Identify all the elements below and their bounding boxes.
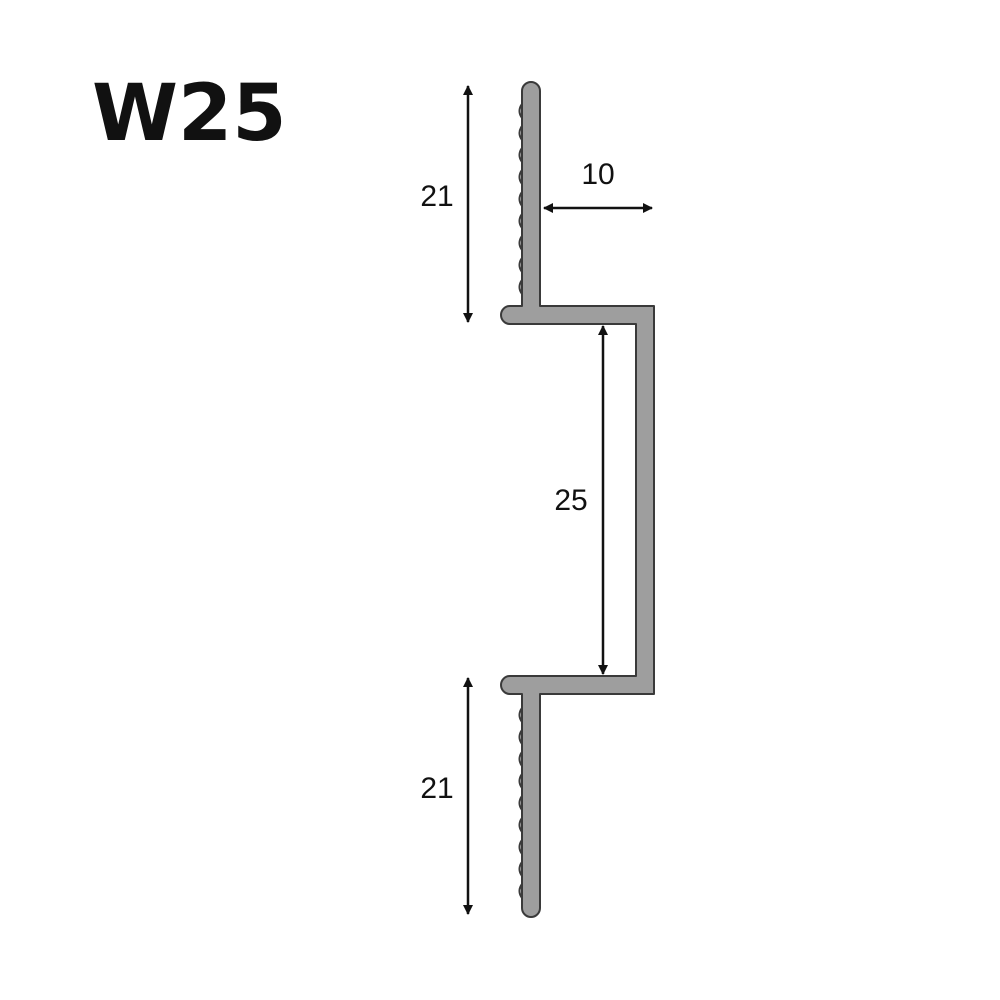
profile-shape bbox=[500, 81, 655, 918]
top-flange-dimension: 21 bbox=[420, 85, 473, 323]
depth-dimension: 10 bbox=[543, 158, 653, 213]
profile-title: W25 bbox=[92, 69, 287, 159]
bottom-flange-dimension: 21 bbox=[420, 677, 473, 915]
bottom-flange-ribs bbox=[518, 707, 523, 899]
top-flange-ribs bbox=[518, 103, 523, 295]
channel-dimension: 25 bbox=[554, 325, 608, 675]
top-flange-dimension-label: 21 bbox=[420, 180, 453, 213]
depth-dimension-label: 10 bbox=[581, 158, 614, 191]
channel-dimension-label: 25 bbox=[554, 484, 587, 517]
bottom-flange-dimension-label: 21 bbox=[420, 772, 453, 805]
